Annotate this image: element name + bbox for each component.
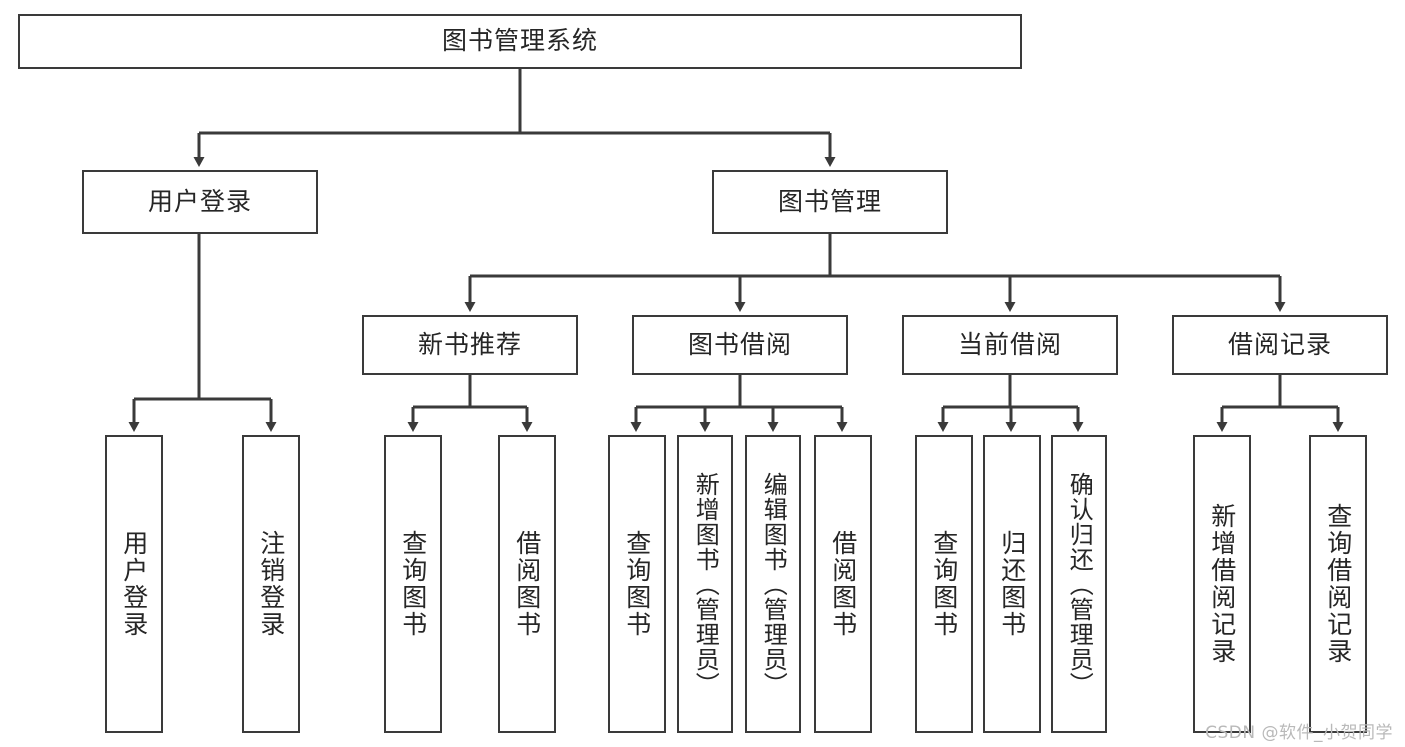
leaf-logout[interactable]: 注销登录 [242, 435, 300, 733]
node-current-borrow[interactable]: 当前借阅 [902, 315, 1118, 375]
connector-group-current [937, 374, 1084, 432]
node-label: 归还图书 [997, 530, 1027, 638]
node-label: 新增借阅记录 [1207, 503, 1237, 665]
node-borrow-record[interactable]: 借阅记录 [1172, 315, 1388, 375]
node-user-login[interactable]: 用户登录 [82, 170, 318, 234]
watermark-text: CSDN @软件_小贺同学 [1205, 723, 1393, 743]
node-label: 图书管理系统 [441, 26, 598, 56]
connector-group-new-book [407, 374, 533, 432]
connector-group-user-login [128, 233, 277, 432]
node-label: 查询图书 [929, 530, 959, 638]
leaf-query-book-current[interactable]: 查询图书 [915, 435, 973, 733]
node-label: 查询图书 [398, 530, 428, 638]
node-root-book-management-system[interactable]: 图书管理系统 [18, 14, 1022, 69]
node-label: 新增图书（管理员） [691, 471, 720, 697]
node-label: 图书管理 [777, 186, 882, 216]
node-label: 编辑图书（管理员） [759, 471, 788, 697]
connector-group-root [193, 68, 836, 167]
node-label: 查询借阅记录 [1323, 503, 1353, 665]
leaf-add-borrow-record[interactable]: 新增借阅记录 [1193, 435, 1251, 733]
connector-group-book-manage [464, 233, 1286, 312]
connector-group-borrow [630, 374, 848, 432]
node-label: 注销登录 [256, 530, 286, 638]
node-label: 用户登录 [147, 186, 252, 216]
node-label: 借阅记录 [1227, 329, 1332, 359]
leaf-query-book-borrow[interactable]: 查询图书 [608, 435, 666, 733]
leaf-return-book[interactable]: 归还图书 [983, 435, 1041, 733]
node-label: 借阅图书 [512, 530, 542, 638]
node-label: 新书推荐 [417, 329, 522, 359]
leaf-borrow-book[interactable]: 借阅图书 [814, 435, 872, 733]
leaf-borrow-book-newbook[interactable]: 借阅图书 [498, 435, 556, 733]
leaf-confirm-return-admin[interactable]: 确认归还（管理员） [1051, 435, 1107, 733]
leaf-user-login[interactable]: 用户登录 [105, 435, 163, 733]
leaf-query-book-newbook[interactable]: 查询图书 [384, 435, 442, 733]
node-label: 确认归还（管理员） [1065, 471, 1094, 697]
node-book-management[interactable]: 图书管理 [712, 170, 948, 234]
leaf-add-book-admin[interactable]: 新增图书（管理员） [677, 435, 733, 733]
connector-group-record [1216, 374, 1344, 432]
node-label: 用户登录 [119, 530, 149, 638]
node-book-borrow[interactable]: 图书借阅 [632, 315, 848, 375]
node-label: 借阅图书 [828, 530, 858, 638]
leaf-query-borrow-record[interactable]: 查询借阅记录 [1309, 435, 1367, 733]
node-label: 查询图书 [622, 530, 652, 638]
leaf-edit-book-admin[interactable]: 编辑图书（管理员） [745, 435, 801, 733]
node-label: 当前借阅 [957, 329, 1062, 359]
node-label: 图书借阅 [687, 329, 792, 359]
node-new-book-recommend[interactable]: 新书推荐 [362, 315, 578, 375]
